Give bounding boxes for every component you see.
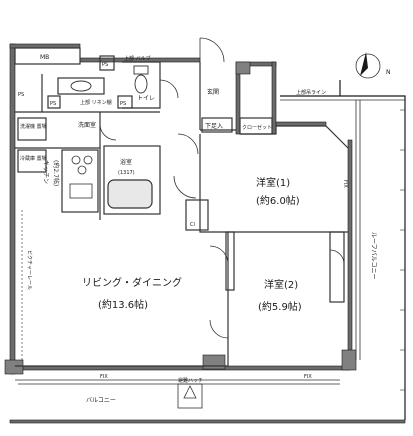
label-hatch: 避難ハッチ [178, 377, 203, 384]
structural-pillars [4, 61, 357, 375]
north-arrow-icon [355, 52, 381, 79]
label-cl: Cl [190, 222, 195, 228]
label-bath-size: (1317) [118, 170, 135, 176]
label-kitchen-size: (約2.7帖) [52, 160, 60, 186]
label-bath: 浴室 [120, 158, 132, 166]
label-western-2: 洋室(2) [264, 278, 298, 291]
label-kitchen: キッチン [42, 160, 49, 184]
stove-burners [69, 155, 93, 199]
label-ps-4: PS [18, 92, 24, 98]
roof-balcony-outline [280, 80, 406, 420]
label-ps-3: PS [120, 101, 126, 107]
label-western-1: 洋室(1) [256, 176, 290, 189]
label-living-size: (約13.6帖) [98, 298, 148, 311]
label-closet-1: クローゼット [242, 124, 272, 131]
label-upper-linen: 上部 リネン棚 [80, 99, 112, 106]
wash-basin [70, 80, 92, 92]
label-mb: MB [40, 54, 49, 61]
label-ps-1: PS [102, 62, 108, 68]
label-balcony: バルコニー [86, 397, 116, 404]
balcony-railing [400, 109, 405, 391]
label-washroom: 洗面室 [78, 121, 96, 129]
label-fix-3: FIX [304, 374, 312, 380]
label-living: リビング・ダイニング [82, 276, 182, 289]
label-ps-2: PS [50, 101, 56, 107]
label-upper-valve: 上部 バルブ [124, 55, 151, 62]
label-fix-2: FIX [342, 180, 348, 188]
evacuation-hatch [177, 383, 203, 409]
interior-walls [14, 47, 349, 367]
toilet-fixture [133, 65, 149, 94]
label-western-1-size: (約6.0帖) [256, 194, 300, 207]
label-picture-rail: ピクチャーレール [26, 250, 32, 290]
windows [15, 95, 405, 385]
label-roof-balcony: ルーフバルコニー [370, 232, 377, 280]
label-western-2-size: (約5.9帖) [258, 300, 302, 313]
label-fridge: 冷蔵庫 置場 [20, 155, 47, 162]
label-toilet: トイレ [137, 95, 155, 102]
door-swings [99, 37, 345, 339]
label-entrance: 玄関 [207, 88, 219, 96]
label-north: N [386, 69, 391, 76]
label-laundry: 洗濯機 置場 [20, 123, 47, 130]
label-fix-1: FIX [100, 374, 108, 380]
label-shoe-box: 下足入 [205, 123, 223, 130]
label-upper-hanging-line: 上部吊ライン [296, 89, 326, 96]
